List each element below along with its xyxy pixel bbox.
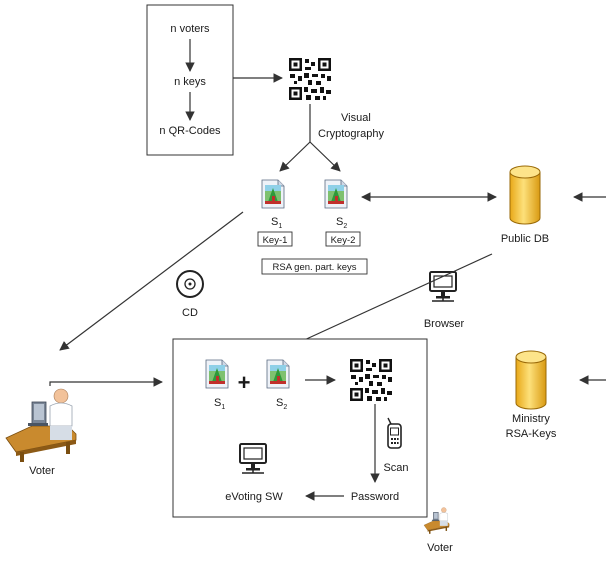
cd-icon — [176, 270, 204, 298]
public-db-label: Public DB — [501, 233, 549, 245]
keys-label: n keys — [174, 76, 206, 88]
ministry-label-1: Ministry — [512, 413, 550, 425]
voters-label: n voters — [170, 23, 210, 35]
visual-crypto-label-1: Visual — [341, 112, 371, 124]
arrow-db-to-process — [288, 253, 493, 348]
password-label: Password — [351, 491, 399, 503]
voter-desk-icon — [5, 388, 77, 463]
generation-box — [146, 4, 234, 156]
share-s1-label: S1 — [271, 216, 282, 230]
process-s1-label: S1 — [214, 397, 225, 411]
arrow-voter-to-process — [49, 377, 163, 387]
process-qr-icon — [349, 358, 393, 402]
qr-code-icon — [288, 57, 332, 101]
key2-box — [325, 231, 361, 247]
share-s1-icon — [261, 179, 285, 209]
rsa-note-label: RSA gen. part. keys — [273, 262, 357, 273]
arrow-to-s2 — [309, 141, 341, 172]
voter-small-icon — [423, 507, 450, 534]
process-s2-icon — [266, 359, 290, 389]
arrow-shares-to-voter — [59, 211, 244, 351]
share-s2-label: S2 — [336, 216, 347, 230]
evoting-label: eVoting SW — [225, 491, 283, 503]
browser-label: Browser — [424, 318, 465, 330]
arrow-to-s1 — [279, 141, 311, 172]
visual-crypto-label-2: Cryptography — [318, 128, 385, 140]
process-s2-label: S2 — [276, 397, 287, 411]
phone-icon — [387, 417, 402, 449]
qrcodes-label: n QR-Codes — [159, 125, 221, 137]
voter-left-label: Voter — [29, 465, 55, 477]
share-s2-icon — [324, 179, 348, 209]
ministry-db-icon — [515, 350, 547, 410]
cd-label: CD — [182, 307, 198, 319]
plus-sign: + — [238, 370, 251, 395]
voter-bottom-label: Voter — [427, 542, 453, 554]
scan-label: Scan — [383, 462, 408, 474]
rsa-note-box — [261, 258, 368, 275]
key1-label: Key-1 — [263, 235, 288, 246]
process-s1-icon — [205, 359, 229, 389]
ministry-label-2: RSA-Keys — [506, 428, 557, 440]
public-db-icon — [509, 165, 541, 225]
key2-label: Key-2 — [331, 235, 356, 246]
key1-box — [257, 231, 293, 247]
